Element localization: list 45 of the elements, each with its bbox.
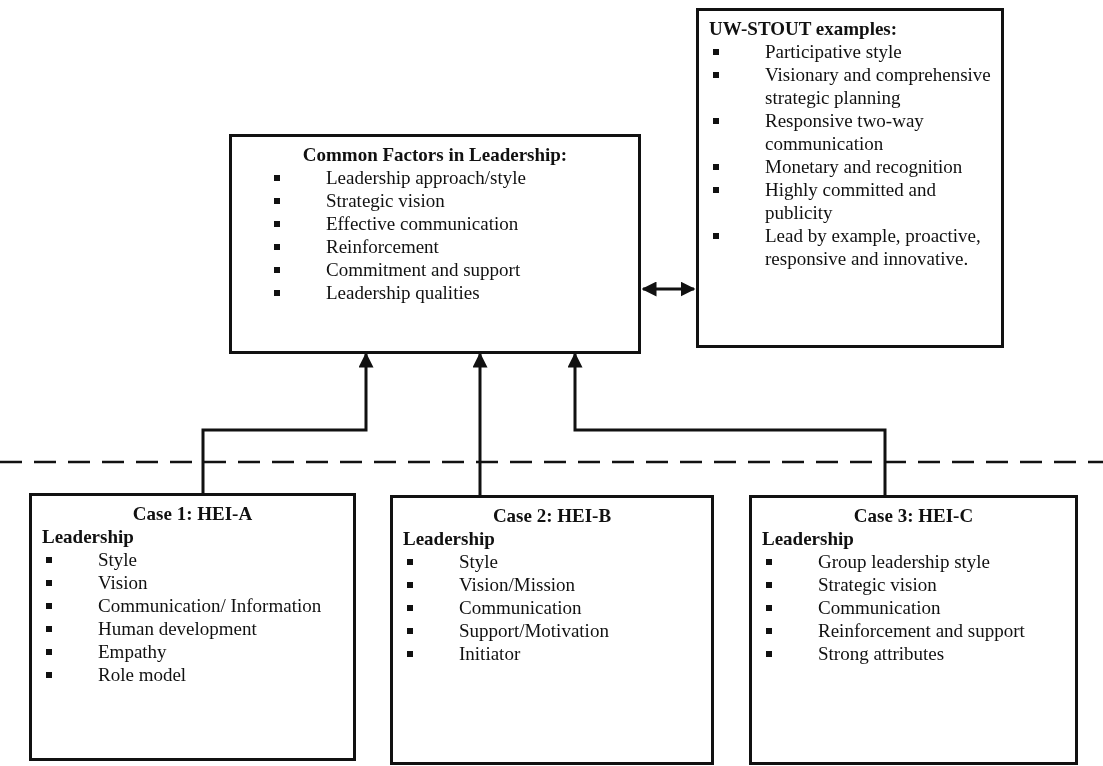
bullet-item: Communication (403, 596, 703, 619)
bullet-item: Effective communication (270, 212, 630, 235)
bullet-item: Visionary and comprehensive strategic planning (709, 63, 993, 109)
box-heading: Leadership (42, 525, 135, 548)
bullet-item: Lead by example, proactive, responsive and innovative. (709, 224, 993, 270)
bullet-item: Strong attributes (762, 642, 1067, 665)
bullet-item: Initiator (403, 642, 703, 665)
box-heading: Leadership (762, 527, 855, 550)
text-box (749, 495, 1078, 765)
text-box (29, 493, 356, 761)
box-heading: Case 3: HEI-C (852, 504, 975, 527)
bullet-item: Group leadership style (762, 550, 1067, 573)
bullet-item: Highly committed and publicity (709, 178, 993, 224)
box-heading: UW-STOUT examples: (709, 17, 899, 40)
box-heading: Common Factors in Leadership: (301, 143, 569, 166)
bullet-item: Vision/Mission (403, 573, 703, 596)
bullet-item: Leadership approach/style (270, 166, 630, 189)
bullet-item: Style (42, 548, 345, 571)
bullet-item: Style (403, 550, 703, 573)
bullet-item: Responsive two-way communication (709, 109, 993, 155)
bullet-item: Strategic vision (270, 189, 630, 212)
bullet-item: Strategic vision (762, 573, 1067, 596)
bullet-item: Reinforcement and support (762, 619, 1067, 642)
bullet-item: Role model (42, 663, 345, 686)
bullet-item: Reinforcement (270, 235, 630, 258)
text-box (696, 8, 1004, 348)
bullet-item: Participative style (709, 40, 993, 63)
bullet-item: Support/Motivation (403, 619, 703, 642)
bullet-item: Vision (42, 571, 345, 594)
bullet-item: Communication/ Information (42, 594, 345, 617)
bullet-item: Commitment and support (270, 258, 630, 281)
box-heading: Leadership (403, 527, 496, 550)
bullet-item: Communication (762, 596, 1067, 619)
box-heading: Case 1: HEI-A (131, 502, 254, 525)
arrow (472, 352, 488, 495)
bullet-item: Empathy (42, 640, 345, 663)
bullet-item: Monetary and recognition (709, 155, 993, 178)
text-box (229, 134, 641, 354)
box-heading: Case 2: HEI-B (491, 504, 613, 527)
text-box (390, 495, 714, 765)
arrow (567, 352, 887, 495)
arrow (641, 281, 696, 297)
bullet-item: Leadership qualities (270, 281, 630, 304)
bullet-item: Human development (42, 617, 345, 640)
arrow (201, 352, 374, 493)
